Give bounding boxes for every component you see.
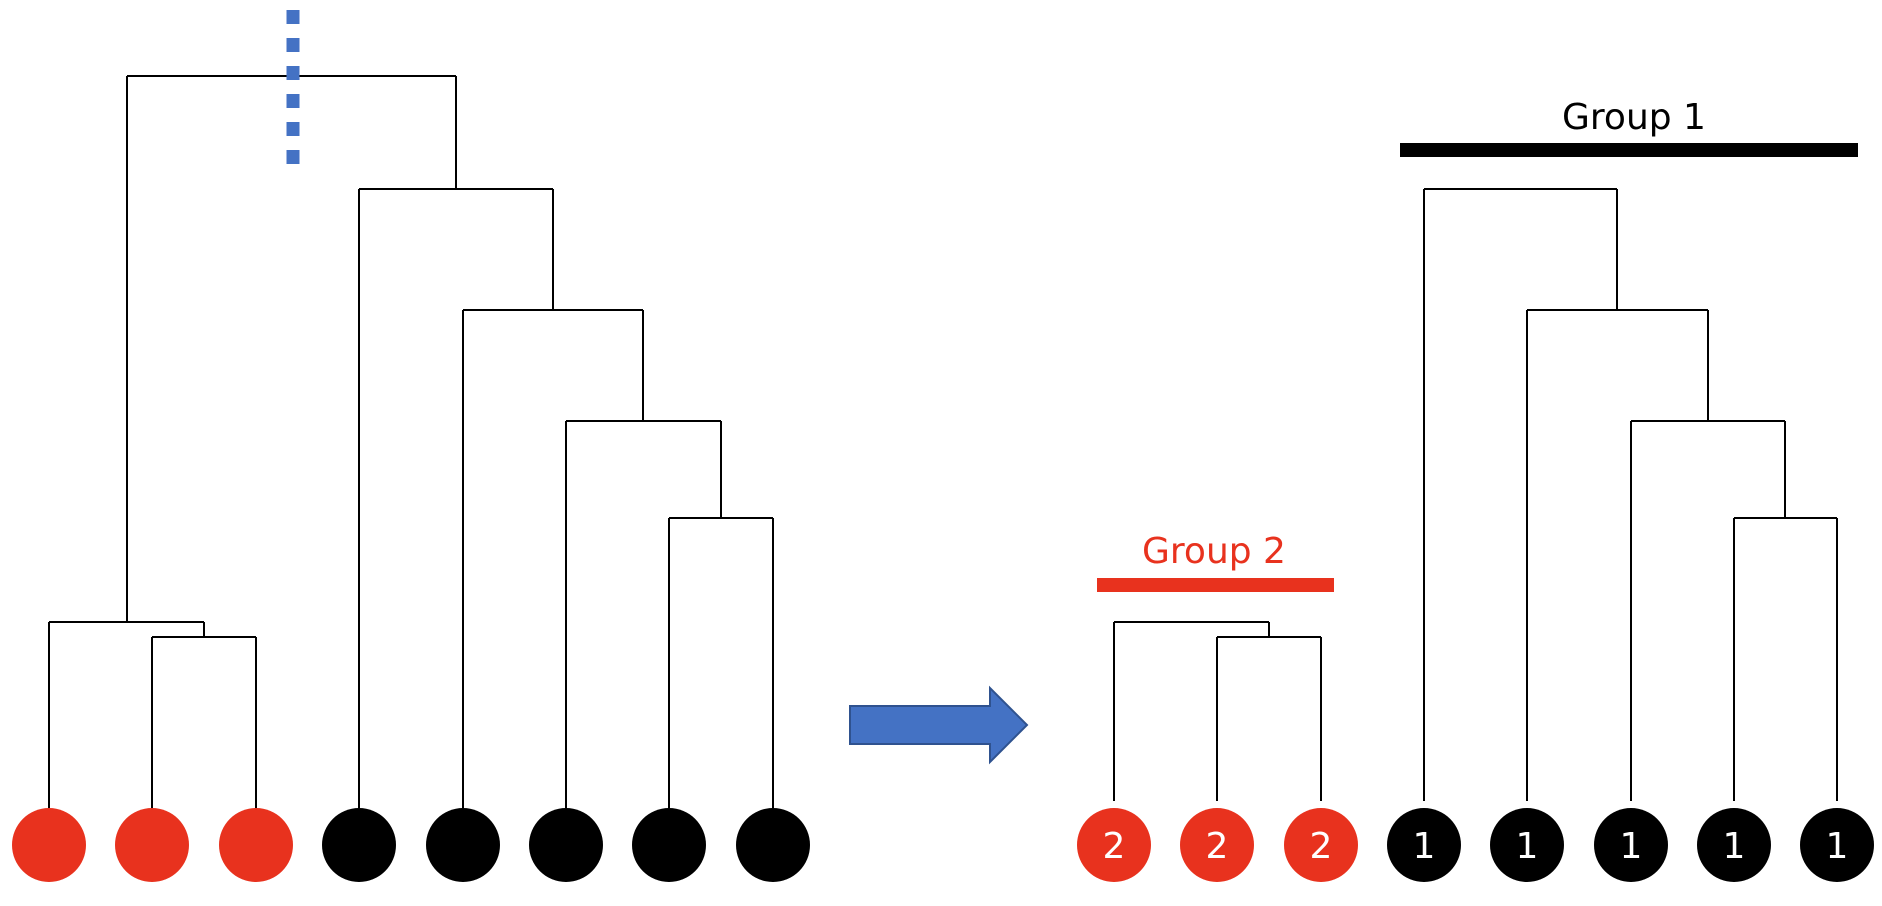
leaf-node xyxy=(1387,808,1461,882)
leaf-node xyxy=(219,808,293,882)
group1-bar xyxy=(1400,143,1858,157)
branch xyxy=(1733,517,1838,801)
group1-leaves: 1 1 1 1 1 xyxy=(1387,808,1874,882)
group2-leaves: 2 2 2 xyxy=(1077,808,1358,882)
group2-bar xyxy=(1097,578,1334,592)
leaf-node xyxy=(322,808,396,882)
branch xyxy=(565,420,722,808)
branch xyxy=(358,188,554,808)
left-dendrogram xyxy=(48,75,774,808)
branch xyxy=(1423,188,1618,801)
leaf-node xyxy=(115,808,189,882)
group2-dendrogram xyxy=(1113,621,1322,801)
branch xyxy=(48,621,205,808)
right-arrow-icon xyxy=(849,685,1029,765)
group1-dendrogram xyxy=(1423,188,1838,801)
leaf-label: 1 xyxy=(1826,826,1849,867)
leaf-node xyxy=(1490,808,1564,882)
leaf-node xyxy=(1800,808,1874,882)
branch xyxy=(1526,309,1709,801)
leaf-label: 1 xyxy=(1413,826,1436,867)
leaf-node xyxy=(1284,808,1358,882)
leaf-node xyxy=(529,808,603,882)
group1-label: Group 1 xyxy=(1562,97,1706,138)
leaf-label: 1 xyxy=(1620,826,1643,867)
leaf-node xyxy=(1697,808,1771,882)
leaf-node xyxy=(632,808,706,882)
group2-label: Group 2 xyxy=(1142,531,1286,572)
branch xyxy=(1216,636,1322,801)
leaf-label: 1 xyxy=(1723,826,1746,867)
branch xyxy=(462,309,644,808)
branch xyxy=(1113,621,1270,801)
leaf-label: 2 xyxy=(1206,826,1229,867)
leaf-label: 1 xyxy=(1516,826,1539,867)
leaf-node xyxy=(12,808,86,882)
left-leaves xyxy=(12,808,810,882)
leaf-node xyxy=(1180,808,1254,882)
leaf-node xyxy=(1594,808,1668,882)
leaf-node xyxy=(426,808,500,882)
leaf-label: 2 xyxy=(1310,826,1333,867)
branch xyxy=(1630,420,1786,801)
leaf-node xyxy=(1077,808,1151,882)
leaf-label: 2 xyxy=(1103,826,1126,867)
leaf-node xyxy=(736,808,810,882)
branch xyxy=(151,636,257,808)
branch xyxy=(668,517,774,808)
